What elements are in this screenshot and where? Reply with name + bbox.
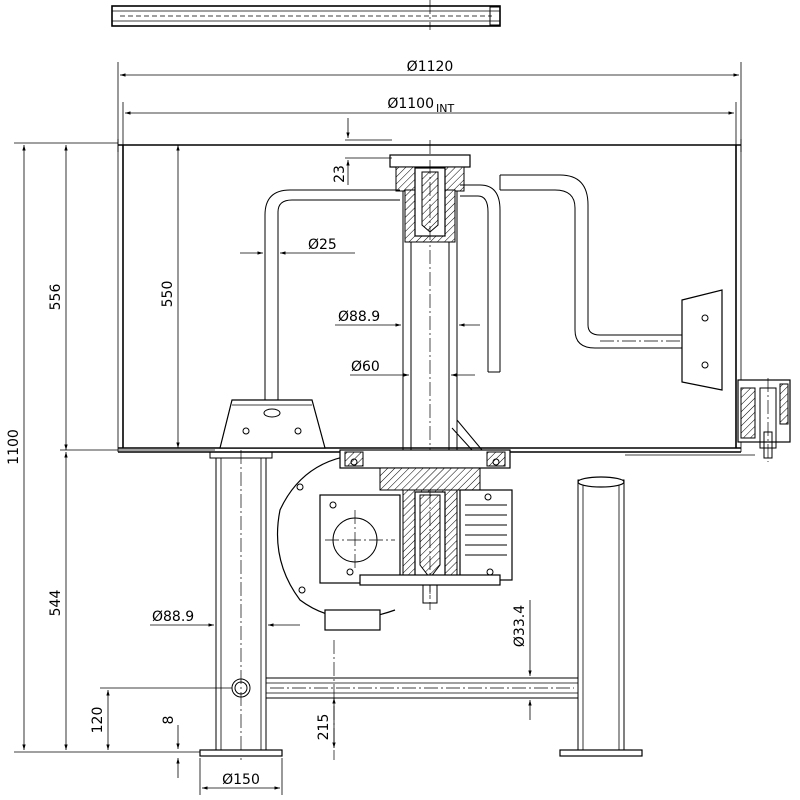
h1100-label: 1100 [6,429,22,465]
d150-label: Ø150 [222,772,260,788]
dimension-d60: Ø60 [350,359,475,377]
d88-9-top-label: Ø88.9 [338,309,380,325]
d88-9-leg-label: Ø88.9 [152,609,194,625]
central-shaft [389,140,483,610]
right-leg [559,476,643,757]
dimension-1100: 1100 [6,142,200,753]
left-leg [199,450,283,760]
dimension-d1120: Ø1120 [117,59,742,148]
dimension-d88-9-leg: Ø88.9 [150,609,300,627]
h550-label: 550 [160,281,176,308]
inner-right-pipe [460,184,501,373]
left-bracket [219,399,326,449]
h23-label: 23 [332,165,348,183]
crossbar [265,677,579,699]
dimension-544: 544 [48,452,68,750]
motor-assembly [276,449,513,631]
side-valve [737,378,791,462]
dimension-120: 120 [90,687,232,750]
h215-label: 215 [316,714,332,741]
d1100-sub-label: INT [436,102,454,115]
right-bracket [681,289,723,391]
d1100-label: Ø1100 [387,96,434,112]
dimension-556: 556 [48,145,215,451]
d33-4-label: Ø33.4 [512,605,528,647]
d1120-label: Ø1120 [407,59,454,75]
dimension-d25: Ø25 [240,237,355,255]
h120-label: 120 [90,707,106,734]
h556-label: 556 [48,284,64,311]
dimension-23: 23 [332,118,392,185]
dimension-d150: Ø150 [199,758,283,795]
d25-label: Ø25 [308,237,337,253]
lid-top-view [111,0,501,30]
d60-label: Ø60 [351,359,380,375]
dimension-8: 8 [161,716,180,778]
h8-label: 8 [161,716,177,725]
dimension-d33-4: Ø33.4 [512,600,532,720]
dimension-550: 550 [160,145,180,448]
h544-label: 544 [48,590,64,617]
dimension-d88-9-shaft: Ø88.9 [335,309,480,327]
outer-right-pipe [499,174,690,349]
dimension-d1100int: Ø1100 INT [122,96,737,145]
left-pipe [264,189,400,405]
dimension-215: 215 [316,640,336,760]
